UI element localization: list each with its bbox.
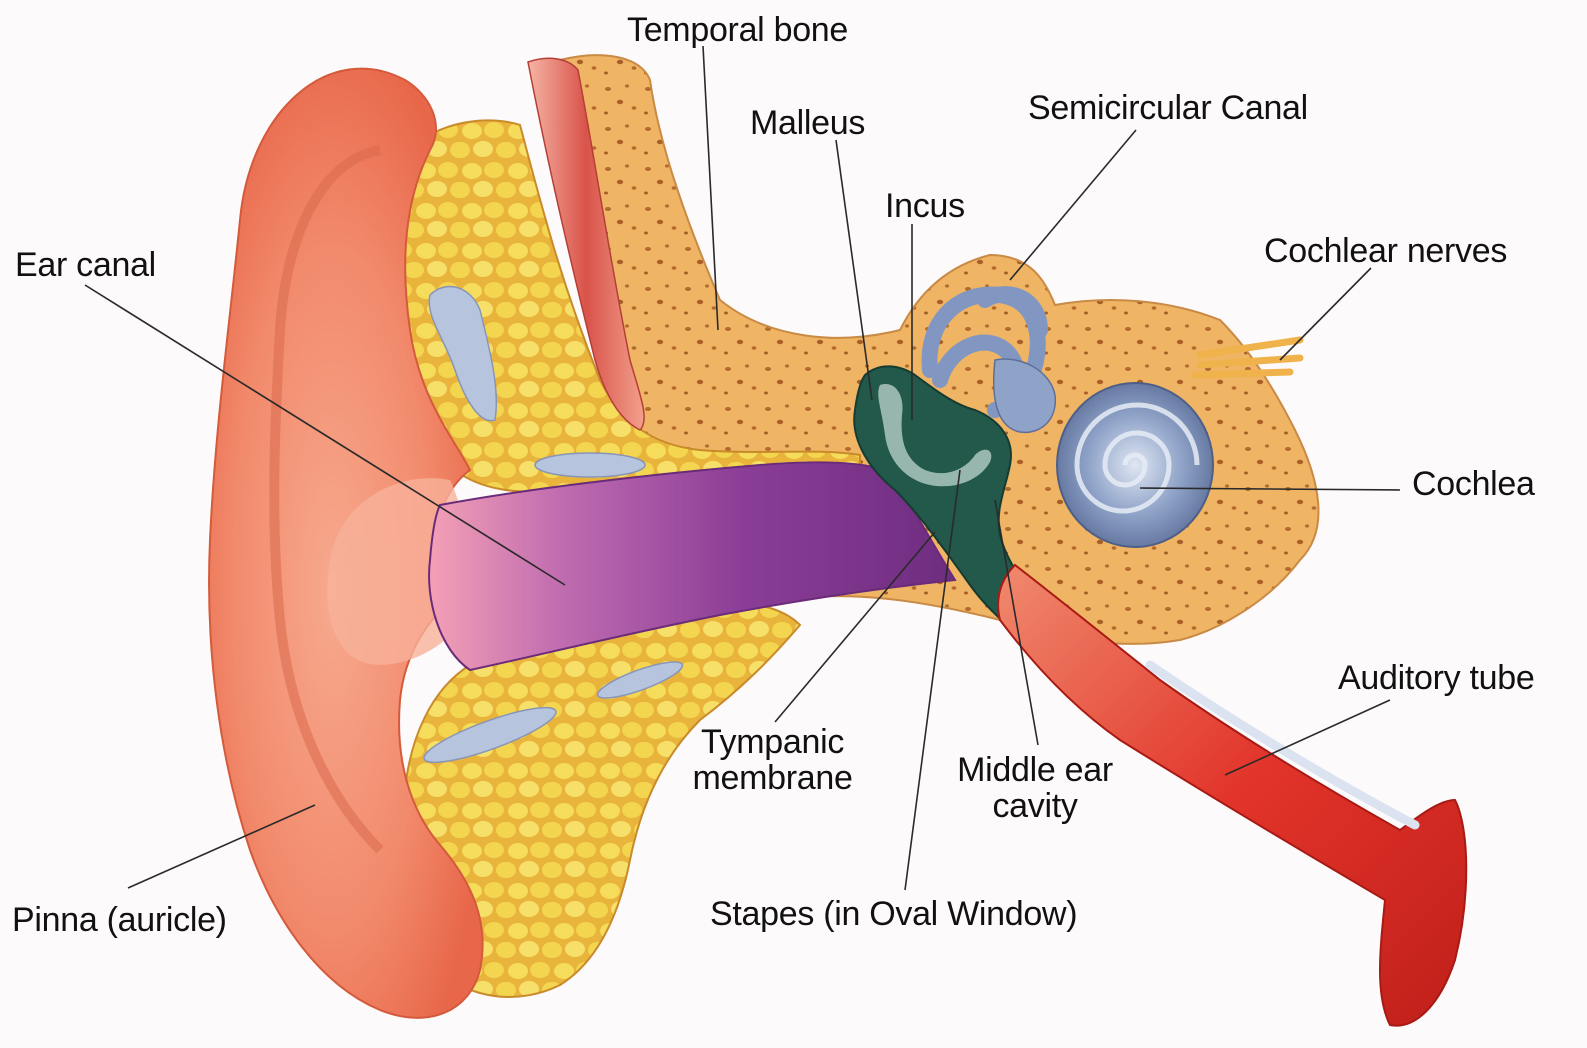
label-cochlear-nerves: Cochlear nerves	[1264, 233, 1507, 269]
label-tympanic-membrane-line2: membrane	[680, 760, 865, 796]
label-temporal-bone: Temporal bone	[627, 12, 848, 48]
label-malleus: Malleus	[750, 105, 865, 141]
label-auditory-tube: Auditory tube	[1338, 660, 1534, 696]
label-tympanic-membrane-line1: Tympanic	[680, 724, 865, 760]
label-pinna: Pinna (auricle)	[12, 902, 227, 938]
leader-semicircular-canal	[1010, 130, 1136, 280]
label-middle-ear-cavity: Middle ear cavity	[940, 752, 1130, 824]
label-incus: Incus	[885, 188, 965, 224]
label-semicircular-canal: Semicircular Canal	[1028, 90, 1308, 126]
leader-cochlear-nerves	[1280, 268, 1371, 360]
label-tympanic-membrane: Tympanic membrane	[680, 724, 865, 796]
label-stapes: Stapes (in Oval Window)	[710, 896, 1077, 932]
cochlea-shape	[1057, 383, 1213, 547]
label-cochlea: Cochlea	[1412, 466, 1535, 502]
label-middle-ear-cavity-line1: Middle ear	[940, 752, 1130, 788]
label-ear-canal: Ear canal	[15, 247, 156, 283]
label-middle-ear-cavity-line2: cavity	[940, 788, 1130, 824]
